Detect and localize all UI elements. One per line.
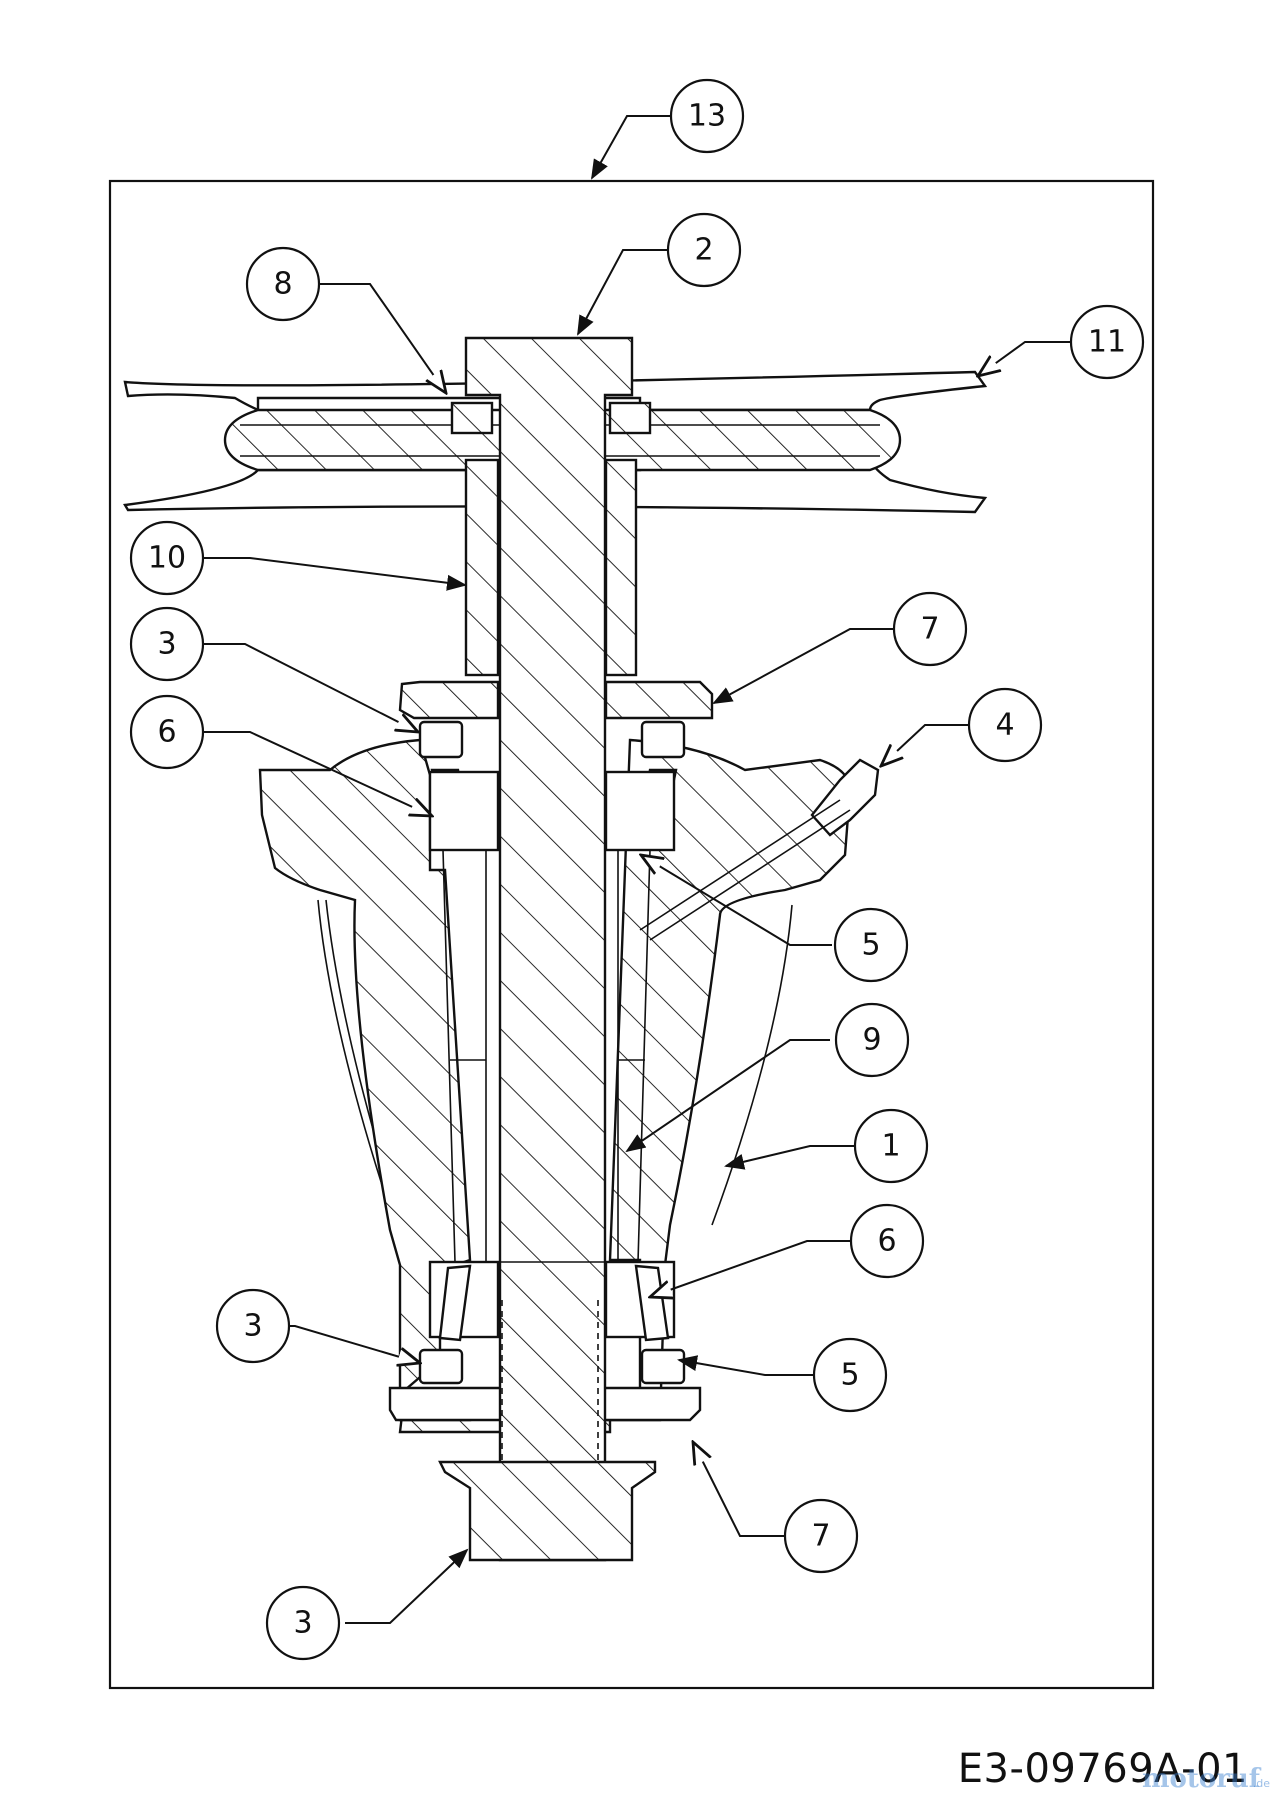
svg-text:13: 13 bbox=[688, 99, 726, 134]
watermark-suffix: .de bbox=[1252, 1777, 1270, 1790]
svg-text:3: 3 bbox=[243, 1309, 262, 1344]
callout-1: 1 bbox=[853, 1108, 929, 1184]
callout-5-top: 5 bbox=[833, 907, 909, 983]
blade-adaptor-part-3 bbox=[438, 1460, 657, 1562]
callout-3-bottom: 3 bbox=[265, 1585, 341, 1661]
watermark-logo: motoruf bbox=[1142, 1764, 1260, 1794]
svg-text:9: 9 bbox=[862, 1023, 881, 1058]
bearing-spacer-part-9 bbox=[442, 849, 651, 1263]
key-part-8 bbox=[450, 401, 494, 435]
key-part-8-right bbox=[608, 401, 652, 435]
svg-text:8: 8 bbox=[273, 267, 292, 302]
callout-5-bottom: 5 bbox=[812, 1337, 888, 1413]
svg-text:7: 7 bbox=[811, 1519, 830, 1554]
callout-7-bottom: 7 bbox=[783, 1498, 859, 1574]
callout-13: 13 bbox=[669, 78, 745, 154]
housing-part-1 bbox=[258, 738, 852, 1434]
callout-9: 9 bbox=[834, 1002, 910, 1078]
svg-text:3: 3 bbox=[293, 1606, 312, 1641]
callout-10: 10 bbox=[129, 520, 205, 596]
lower-bearing-group bbox=[418, 1260, 686, 1385]
callout-3-middle: 3 bbox=[215, 1288, 291, 1364]
svg-text:7: 7 bbox=[920, 612, 939, 647]
svg-text:5: 5 bbox=[840, 1358, 859, 1393]
callout-6-bottom: 6 bbox=[849, 1203, 925, 1279]
svg-text:6: 6 bbox=[157, 715, 176, 750]
callout-6-top: 6 bbox=[129, 694, 205, 770]
svg-text:3: 3 bbox=[157, 627, 176, 662]
drawing-code: E3-09769A-01 bbox=[957, 1746, 1248, 1792]
svg-text:2: 2 bbox=[694, 233, 713, 268]
assembly-frame bbox=[108, 179, 1155, 1690]
svg-text:6: 6 bbox=[877, 1224, 896, 1259]
callout-3-top: 3 bbox=[129, 606, 205, 682]
spacer-part-10-right bbox=[604, 458, 638, 677]
svg-text:5: 5 bbox=[861, 928, 880, 963]
callout-4: 4 bbox=[967, 687, 1043, 763]
leader-lines bbox=[203, 115, 1073, 1624]
svg-text:4: 4 bbox=[995, 708, 1014, 743]
callout-7-top: 7 bbox=[892, 591, 968, 667]
svg-text:10: 10 bbox=[148, 541, 186, 576]
spacer-part-10 bbox=[464, 458, 500, 677]
upper-bearing-group bbox=[398, 680, 714, 852]
svg-text:1: 1 bbox=[881, 1129, 900, 1164]
grease-fitting-part-4 bbox=[639, 758, 880, 941]
svg-text:11: 11 bbox=[1088, 325, 1126, 360]
callout-2: 2 bbox=[666, 212, 742, 288]
callout-8: 8 bbox=[245, 246, 321, 322]
callout-11: 11 bbox=[1069, 304, 1145, 380]
